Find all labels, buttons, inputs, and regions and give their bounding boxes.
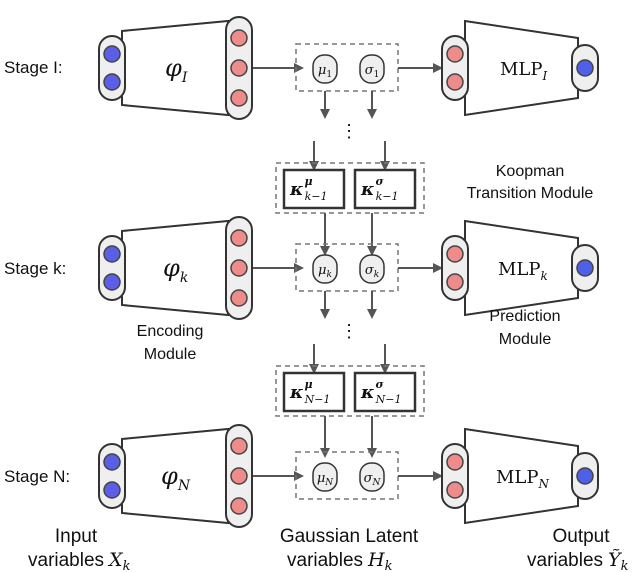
output-label-line1: Output xyxy=(552,526,610,547)
koopman-sigma-1 xyxy=(353,168,417,210)
koopman-label-line1: Koopman xyxy=(496,163,565,180)
hidden-node xyxy=(446,45,464,63)
sigma-label: σ1 xyxy=(365,63,380,80)
koopman-sigma-2 xyxy=(353,371,417,413)
hidden-node xyxy=(446,481,464,499)
latent-label-line1: Gaussian Latent xyxy=(280,526,419,547)
latent-1-box xyxy=(295,43,399,92)
hidden-node xyxy=(230,29,248,47)
input-label-line1: Input xyxy=(55,526,98,547)
koopman-mu-2 xyxy=(282,371,346,413)
ellipsis-2: ⋮ xyxy=(340,321,358,341)
mu-label: μ1 xyxy=(318,63,332,80)
hidden-node xyxy=(446,273,464,291)
encoder-n-symbol: φN xyxy=(161,462,191,494)
sigma-node xyxy=(359,254,385,284)
mu-label: μN xyxy=(317,471,334,488)
output-node xyxy=(576,59,594,77)
hidden-node xyxy=(230,497,248,515)
hidden-node xyxy=(446,453,464,471)
sigma-node xyxy=(359,54,385,84)
mlp-k-label: MLPk xyxy=(498,259,548,283)
mlp-n-label: MLPN xyxy=(496,467,550,491)
hidden-node xyxy=(230,467,248,485)
hidden-node xyxy=(230,89,248,107)
ellipsis-1: ⋮ xyxy=(340,121,358,141)
hidden-node xyxy=(230,289,248,307)
encoding-label-line1: Encoding xyxy=(137,323,204,340)
mlp-k: MLPk xyxy=(441,219,599,317)
stage-k: Stage k: φk μk σk xyxy=(4,216,599,320)
latent-n-box xyxy=(295,451,399,500)
hidden-node xyxy=(230,59,248,77)
sigma-label: σN xyxy=(364,471,382,488)
koopman-1-box xyxy=(275,162,425,214)
mlp-n: MLPN xyxy=(441,427,599,525)
encoding-label-line2: Module xyxy=(144,346,197,363)
encoder-1: φI xyxy=(98,16,253,120)
koopman-2-box xyxy=(275,365,425,417)
input-node xyxy=(103,45,121,63)
mu-node xyxy=(312,254,338,284)
output-node xyxy=(576,259,594,277)
latent-k-box xyxy=(295,243,399,292)
encoder-1-symbol: φI xyxy=(165,54,188,86)
output-node xyxy=(576,467,594,485)
stage-n-label: Stage N: xyxy=(4,467,70,486)
latent-n: μN σN xyxy=(295,451,399,500)
encoder-n: φN xyxy=(98,424,253,528)
stage-1: Stage I: φI μ1 σ1 xyxy=(4,16,599,120)
stage-k-label: Stage k: xyxy=(4,259,66,278)
sigma-label: σk xyxy=(365,263,379,280)
input-node xyxy=(103,273,121,291)
stage-1-label: Stage I: xyxy=(4,58,63,77)
latent-1: μ1 σ1 xyxy=(295,43,399,92)
latent-k: μk σk xyxy=(295,243,399,292)
koopman-label-line2: Transition Module xyxy=(467,185,594,202)
mlp-1: MLPI xyxy=(441,19,599,117)
prediction-label-line2: Module xyxy=(499,331,552,348)
hidden-node xyxy=(230,259,248,277)
mu-node xyxy=(312,54,338,84)
input-node xyxy=(103,481,121,499)
hidden-node xyxy=(446,245,464,263)
input-node xyxy=(103,73,121,91)
koopman-mu-1 xyxy=(282,168,346,210)
prediction-label-line1: Prediction xyxy=(489,308,560,325)
hidden-node xyxy=(230,229,248,247)
mlp-1-label: MLPI xyxy=(500,59,548,83)
mu-label: μk xyxy=(318,263,332,280)
sigma-node xyxy=(359,462,385,492)
encoder-k: φk xyxy=(98,216,253,320)
stage-n: Stage N: φN μN σN xyxy=(4,424,599,528)
mu-node xyxy=(312,462,338,492)
input-node xyxy=(103,245,121,263)
hidden-node xyxy=(230,437,248,455)
encoder-k-symbol: φk xyxy=(163,254,188,286)
hidden-node xyxy=(446,73,464,91)
input-node xyxy=(103,453,121,471)
